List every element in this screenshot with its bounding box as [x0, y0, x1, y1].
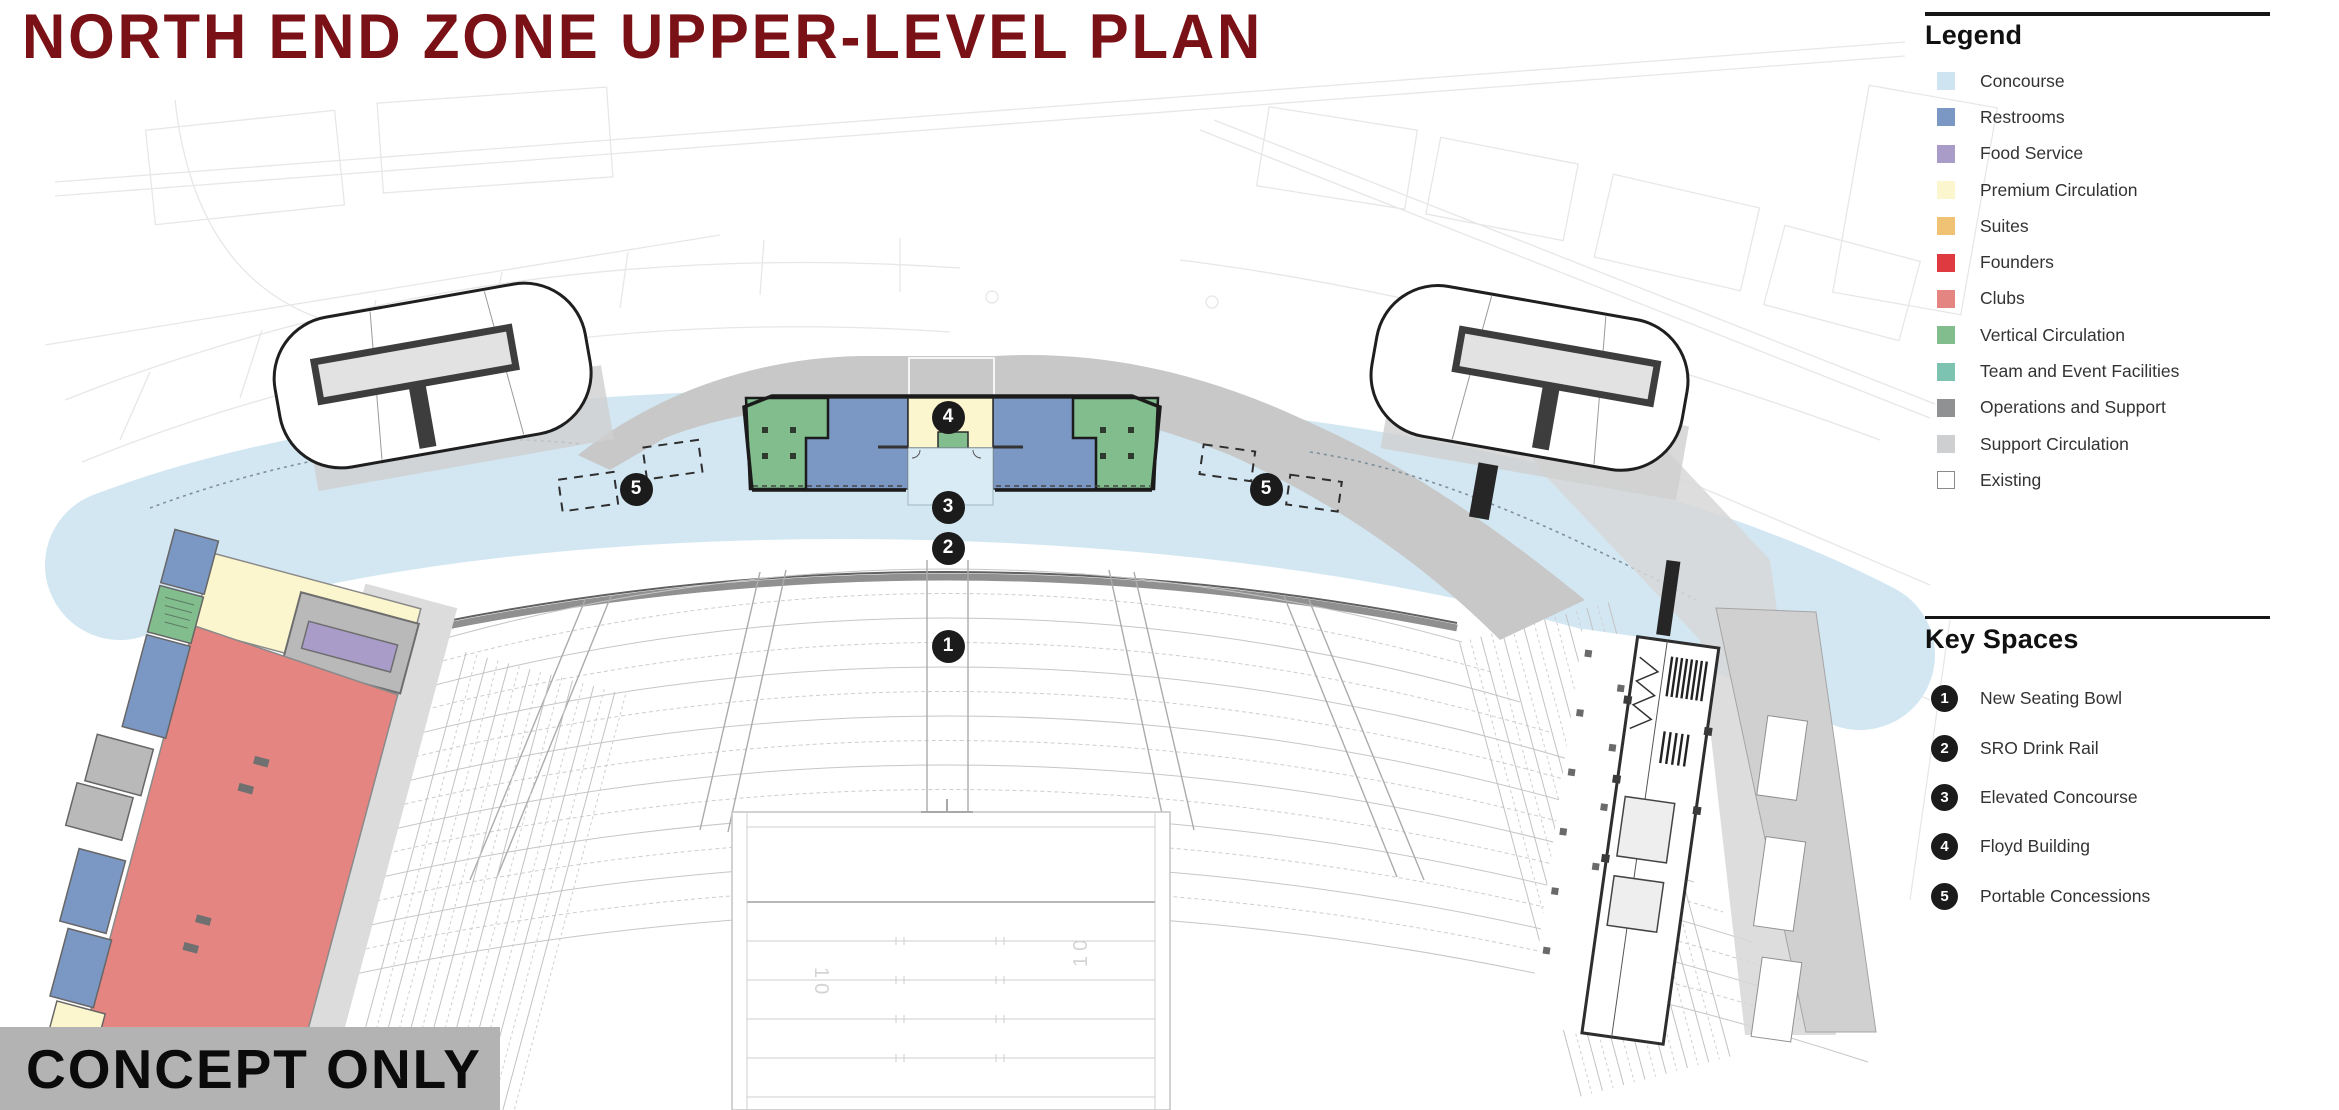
- legend-swatch-clubs: [1937, 289, 1955, 308]
- key-spaces-list: 1 New Seating Bowl 2 SRO Drink Rail 3 El…: [1925, 674, 2270, 921]
- legend-item-label: Premium Circulation: [1980, 179, 2138, 200]
- legend-item: Vertical Circulation: [1925, 317, 2270, 353]
- legend-swatch-restrooms: [1937, 108, 1955, 127]
- yard-number-left: 10: [810, 967, 832, 999]
- page-title: NORTH END ZONE UPPER-LEVEL PLAN: [22, 2, 1264, 72]
- goal-post: [921, 799, 973, 813]
- legend-item: Operations and Support: [1925, 390, 2270, 426]
- legend-item: Premium Circulation: [1925, 172, 2270, 208]
- plan-marker-elevated-concourse: 3: [931, 490, 965, 524]
- plan-marker-portable-concessions-right: 5: [1249, 472, 1283, 506]
- legend-swatch-food-service: [1937, 144, 1955, 163]
- legend-item: Founders: [1925, 244, 2270, 280]
- key-space-item: 1 New Seating Bowl: [1925, 674, 2270, 723]
- legend-item: Existing: [1925, 462, 2270, 498]
- legend-swatch-vertical-circulation: [1937, 326, 1955, 345]
- legend-item: Concourse: [1925, 63, 2270, 99]
- football-field: 10 10: [731, 799, 1171, 1110]
- legend-item-label: Founders: [1980, 252, 2054, 273]
- key-space-number-badge: 3: [1931, 783, 1958, 811]
- legend-item-label: Vertical Circulation: [1980, 324, 2125, 345]
- key-space-item: 2 SRO Drink Rail: [1925, 723, 2270, 772]
- legend-item: Restrooms: [1925, 99, 2270, 135]
- plan-marker-new-seating-bowl: 1: [931, 629, 965, 663]
- key-space-number-badge: 5: [1931, 882, 1958, 910]
- left-ramp-tower: [272, 281, 614, 492]
- plan-marker-portable-concessions-left: 5: [619, 472, 653, 506]
- right-existing-complex: [1490, 392, 1877, 1046]
- key-spaces-top-rule: [1925, 616, 2270, 619]
- legend-item-label: Concourse: [1980, 70, 2065, 91]
- legend-item-label: Restrooms: [1980, 106, 2065, 127]
- concept-only-banner: CONCEPT ONLY: [0, 1027, 500, 1110]
- key-space-number-badge: 2: [1931, 734, 1958, 762]
- key-space-item: 5 Portable Concessions: [1925, 872, 2270, 921]
- vertical-circulation-left-block: [744, 396, 830, 491]
- legend-swatch-suites: [1937, 217, 1955, 236]
- plan-marker-sro-drink-rail: 2: [931, 531, 965, 565]
- legend-swatch-team-event-facilities: [1937, 362, 1955, 381]
- legend-swatch-concourse: [1937, 72, 1955, 91]
- right-ramp-tower: [1369, 284, 1690, 520]
- legend-item-label: Food Service: [1980, 143, 2084, 164]
- key-space-item: 4 Floyd Building: [1925, 822, 2270, 871]
- legend-item: Clubs: [1925, 281, 2270, 317]
- legend-item-label: Existing: [1980, 469, 2042, 490]
- portable-concession-pads: [557, 438, 1343, 513]
- floyd-building: [742, 394, 1162, 506]
- legend-top-rule: [1925, 12, 2270, 16]
- legend-item: Suites: [1925, 208, 2270, 244]
- seating-bowl: [25, 560, 1869, 1063]
- legend-swatch-support-circulation: [1937, 435, 1955, 454]
- bowl-aisles: [469, 560, 1425, 881]
- club-structure: [44, 528, 458, 1110]
- plan-marker-floyd-building: 4: [931, 400, 965, 434]
- legend-item-label: Team and Event Facilities: [1980, 361, 2180, 382]
- legend-item: Support Circulation: [1925, 426, 2270, 462]
- legend-swatch-existing: [1937, 471, 1955, 490]
- food-service-zone: [300, 620, 399, 674]
- legend-item: Team and Event Facilities: [1925, 353, 2270, 389]
- key-space-label: Portable Concessions: [1980, 885, 2151, 906]
- support-roof-mass: [578, 355, 1585, 640]
- legend-item-label: Suites: [1980, 215, 2029, 236]
- legend-item-label: Clubs: [1980, 288, 2025, 309]
- key-space-label: SRO Drink Rail: [1980, 737, 2099, 758]
- legend-item: Food Service: [1925, 136, 2270, 172]
- key-space-item: 3 Elevated Concourse: [1925, 773, 2270, 822]
- new-construction-outline: [742, 394, 1162, 492]
- concept-only-label: CONCEPT ONLY: [26, 1037, 482, 1100]
- legend-swatch-founders: [1937, 253, 1955, 272]
- right-ramp-wall: [1451, 325, 1662, 408]
- key-space-number-badge: 4: [1931, 833, 1958, 861]
- legend-item-label: Operations and Support: [1980, 397, 2166, 418]
- key-space-number-badge: 1: [1931, 685, 1958, 713]
- key-space-label: Floyd Building: [1980, 836, 2090, 857]
- legend-heading: Legend: [1925, 20, 2023, 50]
- legend-panel: Legend Concourse Restrooms Food Service …: [1925, 0, 2270, 1110]
- legend-item-label: Support Circulation: [1980, 433, 2129, 454]
- left-ramp-wall: [309, 323, 520, 406]
- legend-items: Concourse Restrooms Food Service Premium…: [1925, 63, 2270, 499]
- legend-swatch-premium-circulation: [1937, 181, 1955, 200]
- restroom-zone: [159, 528, 220, 596]
- vertical-circulation-zone: [146, 584, 205, 645]
- key-space-label: New Seating Bowl: [1980, 688, 2123, 709]
- yard-number-right: 10: [1070, 935, 1092, 967]
- key-space-label: Elevated Concourse: [1980, 786, 2138, 807]
- key-spaces-heading: Key Spaces: [1925, 624, 2079, 654]
- legend-swatch-operations-support: [1937, 398, 1955, 417]
